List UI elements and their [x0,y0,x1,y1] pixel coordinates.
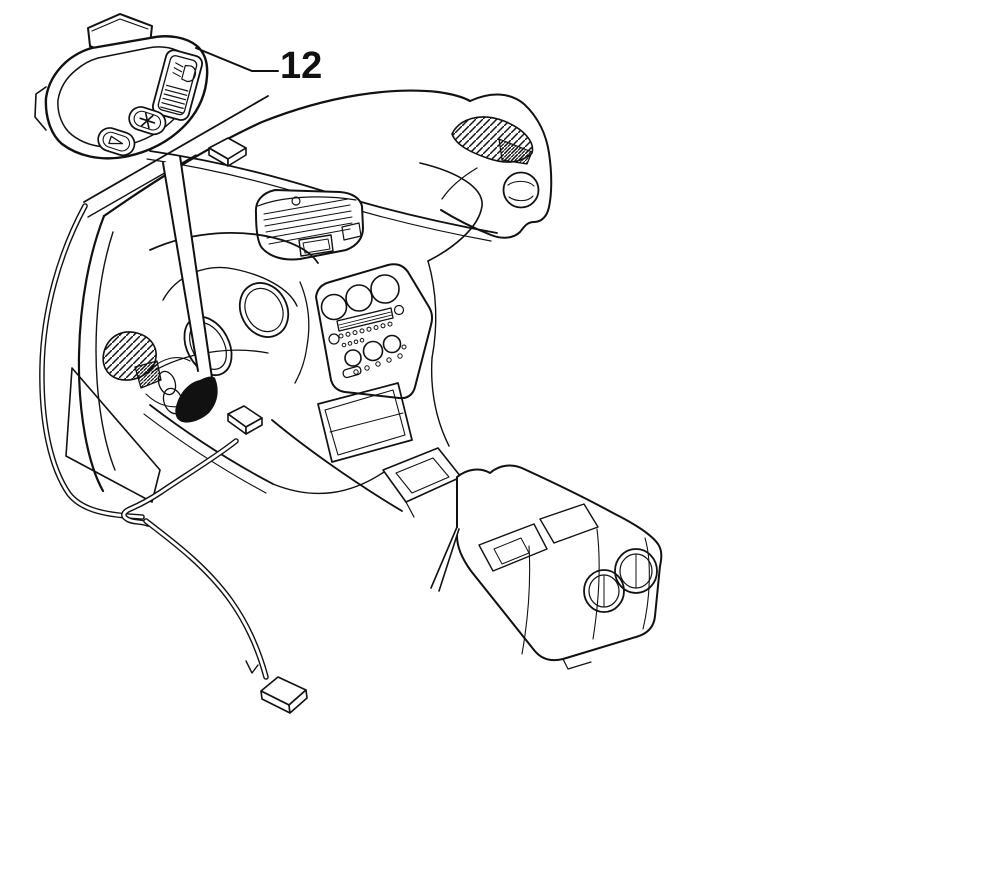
dash-pad-seam [149,150,498,234]
center-stack [315,263,434,400]
callout-leader-line [195,47,279,72]
glovebox-lower [427,260,437,359]
dash-left-crease [95,231,116,471]
switch-module[interactable] [34,13,209,160]
stack-vent [320,293,348,321]
stack-vent [370,274,400,304]
console-tray [539,503,599,544]
switch-button-a[interactable] [95,125,137,158]
vent-vane [507,180,535,187]
center-display-pod [254,189,364,261]
connector-middle [227,405,263,435]
dash-lower-edge [149,404,274,485]
stack-vent [345,284,373,312]
dash-lower-edge-inner [143,413,267,494]
glovebox-eyebrow [419,162,483,262]
gauge-right [238,282,290,338]
location-pointer-console [430,526,460,592]
leveling-thumbwheel[interactable] [151,48,204,121]
cupholder [583,569,625,613]
mount-location-arrow [175,376,218,423]
cable-barb [245,660,259,674]
cable-lower [144,519,268,679]
side-vent-grille-dark [498,138,533,165]
connector-top [208,137,247,167]
hvac-knob [362,340,384,362]
switch-mount-tab [34,86,47,131]
switch-button-b[interactable] [126,104,168,137]
console-tray [478,523,548,572]
hvac-knob [344,349,362,367]
dash-right-cap [440,93,553,239]
cable-upper [122,439,238,526]
headlight-leveling-icon [172,62,197,83]
dashboard-illustration [65,89,663,670]
callout-number[interactable]: 12 [280,45,322,87]
cable-left [40,204,144,519]
wiring-harness [39,203,269,680]
round-air-vent [502,171,540,209]
location-pointer-switch [162,155,218,423]
dash-left-edge [77,214,106,493]
cupholder [614,548,658,594]
dash-lower-edge-right [271,419,403,512]
triangle-icon [108,135,124,145]
thumbwheel-ridges [160,84,189,114]
connector-bottom [260,676,308,714]
cap-inner-curve [441,167,478,200]
left-vent-grille-dark [134,360,162,389]
column-shroud [149,357,191,371]
dash-to-tunnel [272,471,385,495]
a-pillar-line [83,95,269,203]
callout-12[interactable]: 12 [195,45,322,87]
stack-left-crease [294,281,310,384]
radio-slot [336,307,394,332]
column-stalk [157,370,177,396]
hvac-knob [382,334,402,354]
center-console [456,464,663,670]
asterisk-icon [139,112,156,129]
harness-connectors [208,137,308,714]
vent-vane [508,195,534,202]
storage-cubby [317,382,413,463]
tunnel-right-edge [430,357,450,447]
knee-panel [65,367,161,503]
